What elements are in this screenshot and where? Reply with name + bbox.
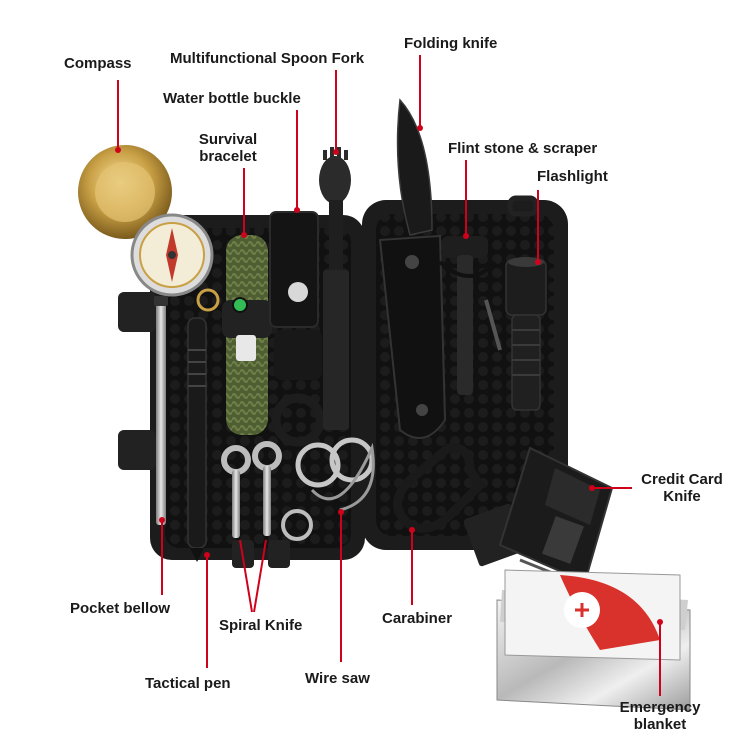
flashlight-icon bbox=[505, 257, 547, 411]
pocket-bellow-icon bbox=[154, 296, 168, 525]
bottle-buckle-icon bbox=[269, 211, 325, 447]
flint-icon bbox=[438, 236, 502, 395]
case-hinge-right bbox=[268, 540, 290, 568]
label-bracelet: Survival bracelet bbox=[184, 131, 272, 165]
label-carabiner: Carabiner bbox=[382, 610, 453, 627]
wire-saw-icon bbox=[295, 437, 375, 512]
label-bracelet-line2: bracelet bbox=[199, 148, 257, 165]
leader-dot-flint bbox=[463, 233, 469, 239]
label-bottle-buckle: Water bottle buckle bbox=[163, 90, 301, 107]
label-card-knife-line1: Credit Card bbox=[641, 471, 723, 488]
leader-dot-flashlight bbox=[535, 259, 541, 265]
leader-dot-folding-knife bbox=[417, 125, 423, 131]
label-wire-saw: Wire saw bbox=[305, 670, 370, 687]
leader-lines bbox=[117, 55, 661, 696]
leader-dot-carabiner bbox=[409, 527, 415, 533]
label-blanket-line2: blanket bbox=[633, 716, 687, 733]
folding-knife-icon bbox=[378, 98, 447, 439]
label-spoon-fork: Multifunctional Spoon Fork bbox=[170, 50, 365, 67]
emergency-blanket-icon bbox=[496, 569, 691, 711]
spiral-knife-icon bbox=[221, 441, 313, 541]
label-blanket-line1: Emergency bbox=[619, 699, 701, 716]
leader-spiral-knife bbox=[239, 539, 267, 613]
leader-dot-bottle-buckle bbox=[294, 207, 300, 213]
leader-dot-compass bbox=[115, 147, 121, 153]
card-knife-icon bbox=[498, 446, 614, 592]
leader-dot-card-knife bbox=[589, 485, 595, 491]
label-compass: Compass bbox=[64, 55, 132, 72]
label-card-knife-line2: Knife bbox=[663, 488, 701, 505]
leader-dot-tactical-pen bbox=[204, 552, 210, 558]
label-flashlight: Flashlight bbox=[537, 168, 608, 185]
label-card-knife: Credit Card Knife bbox=[634, 471, 730, 505]
label-tactical-pen: Tactical pen bbox=[145, 675, 231, 692]
label-flint: Flint stone & scraper bbox=[448, 140, 598, 157]
label-spiral-knife: Spiral Knife bbox=[219, 617, 303, 634]
leader-dot-bracelet bbox=[241, 232, 247, 238]
compass-icon bbox=[78, 145, 220, 312]
leader-dot-wire-saw bbox=[338, 509, 344, 515]
leader-dot-spoon-fork bbox=[333, 149, 339, 155]
case-latch-top bbox=[118, 292, 156, 332]
label-bracelet-line1: Survival bbox=[198, 131, 258, 148]
label-pocket-bellow: Pocket bellow bbox=[70, 600, 171, 617]
spoon-fork-icon bbox=[319, 147, 351, 430]
case-latch-bottom bbox=[118, 430, 156, 470]
label-blanket: Emergency blanket bbox=[612, 699, 708, 733]
tactical-pen-icon bbox=[187, 317, 207, 562]
bracelet-icon bbox=[222, 235, 272, 435]
label-folding-knife: Folding knife bbox=[404, 35, 498, 52]
case-lanyard-loop bbox=[507, 195, 539, 217]
leader-dot-blanket bbox=[657, 619, 663, 625]
leader-dot-pocket-bellow bbox=[159, 517, 165, 523]
